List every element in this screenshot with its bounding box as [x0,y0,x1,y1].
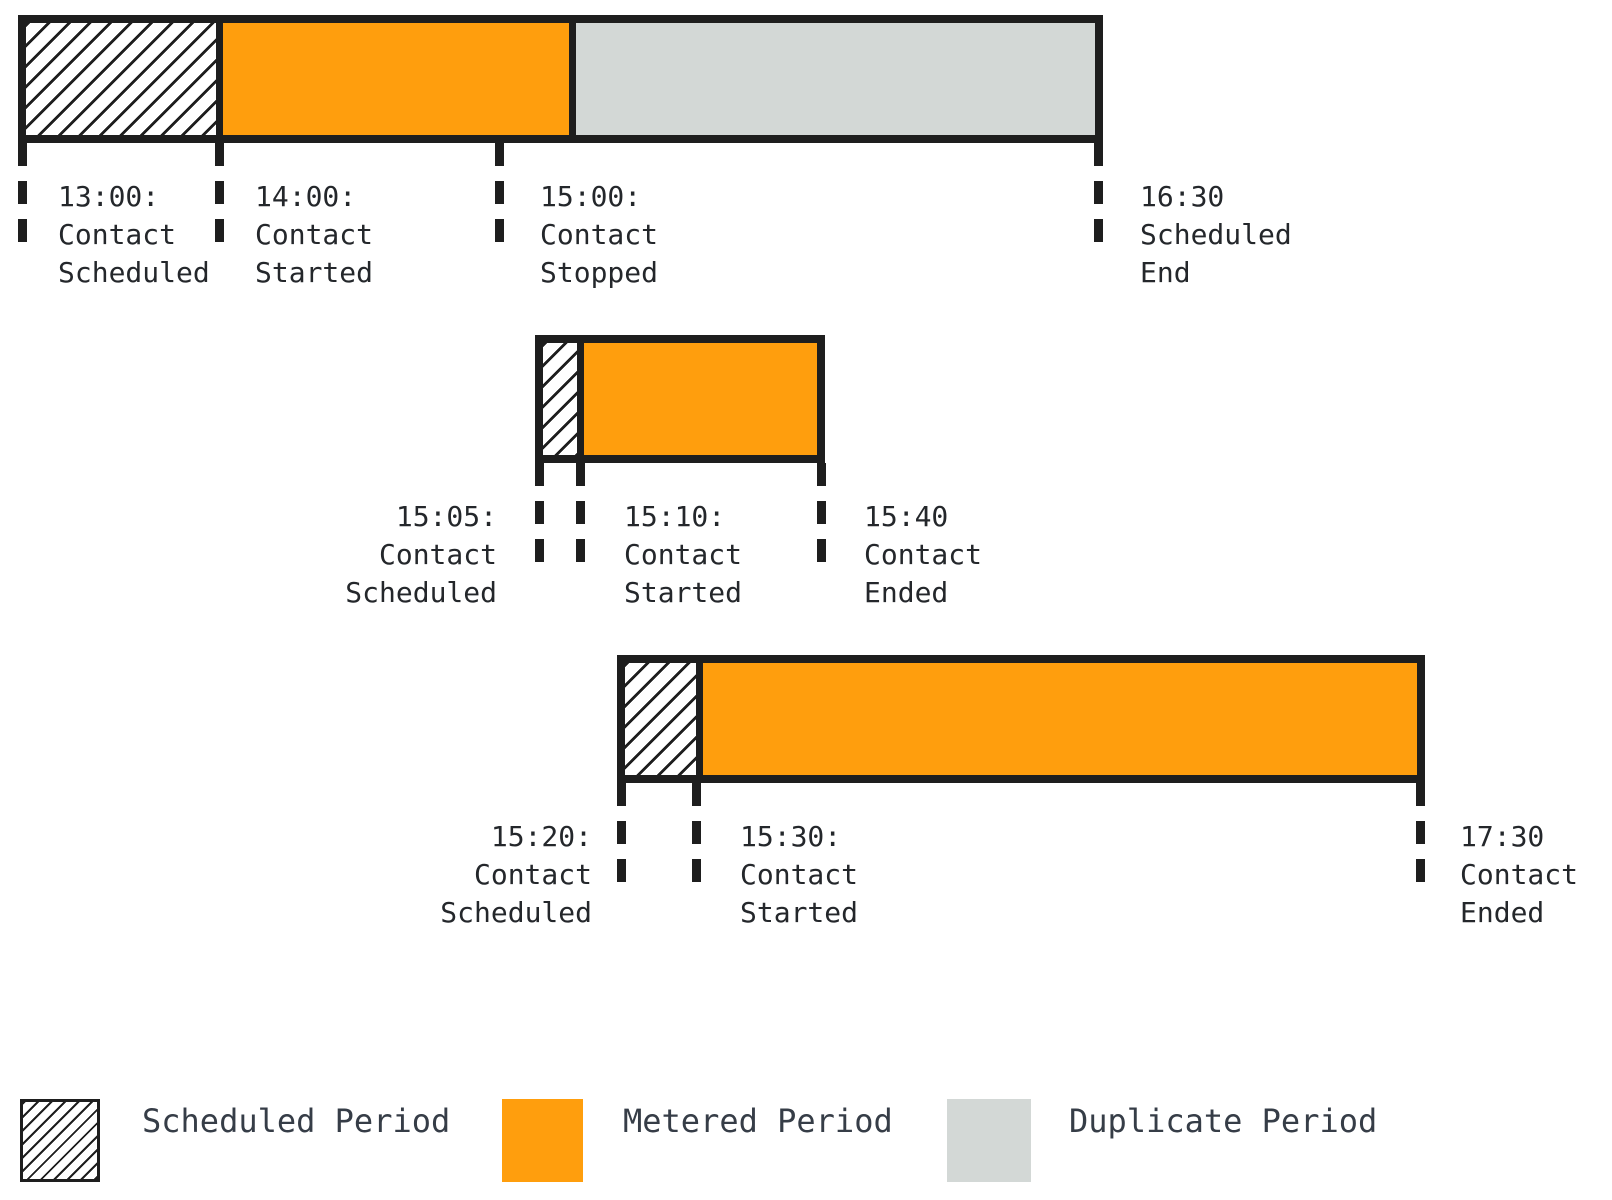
legend-swatch-metered-period [502,1099,583,1182]
legend-label-duplicate-period: Duplicate Period [1069,1102,1378,1140]
metered-period-segment [696,663,1417,775]
tick-17-30 [1416,783,1425,885]
tick-15-10 [576,463,585,565]
event-label-contact-ended-15-40: 15:40 Contact Ended [864,500,983,609]
timeline-bar-3 [617,655,1425,783]
event-label-contact-started-15-10: 15:10: Contact Started [624,500,743,609]
event-label-contact-started-14-00: 14:00: Contact Started [255,180,374,289]
event-label-contact-ended-17-30: 17:30 Contact Ended [1460,820,1579,929]
metered-period-segment [577,343,817,455]
tick-15-30 [692,783,701,885]
timeline-bar-1 [18,15,1103,143]
tick-15-20 [617,783,626,885]
legend-label-scheduled-period: Scheduled Period [142,1102,451,1140]
tick-15-00 [495,143,504,245]
timeline-bar-2 [535,335,825,463]
event-label-contact-scheduled-15-05: 15:05: Contact Scheduled [345,500,497,609]
tick-16-30 [1094,143,1103,245]
duplicate-period-segment [569,23,1095,135]
legend-swatch-scheduled-period [20,1099,100,1182]
scheduled-period-segment [543,343,577,455]
event-label-contact-scheduled-15-20: 15:20: Contact Scheduled [440,820,592,929]
metered-period-segment [216,23,569,135]
legend-swatch-duplicate-period [947,1099,1031,1182]
legend-label-metered-period: Metered Period [623,1102,893,1140]
event-label-contact-started-15-30: 15:30: Contact Started [740,820,859,929]
scheduled-period-segment [26,23,216,135]
event-label-contact-stopped-15-00: 15:00: Contact Stopped [540,180,659,289]
tick-15-05 [535,463,544,565]
scheduled-period-segment [625,663,696,775]
tick-14-00 [215,143,224,245]
tick-13-00 [18,143,27,245]
event-label-scheduled-end-16-30: 16:30 Scheduled End [1140,180,1292,289]
event-label-contact-scheduled-13-00: 13:00: Contact Scheduled [58,180,210,289]
tick-15-40 [817,463,826,565]
